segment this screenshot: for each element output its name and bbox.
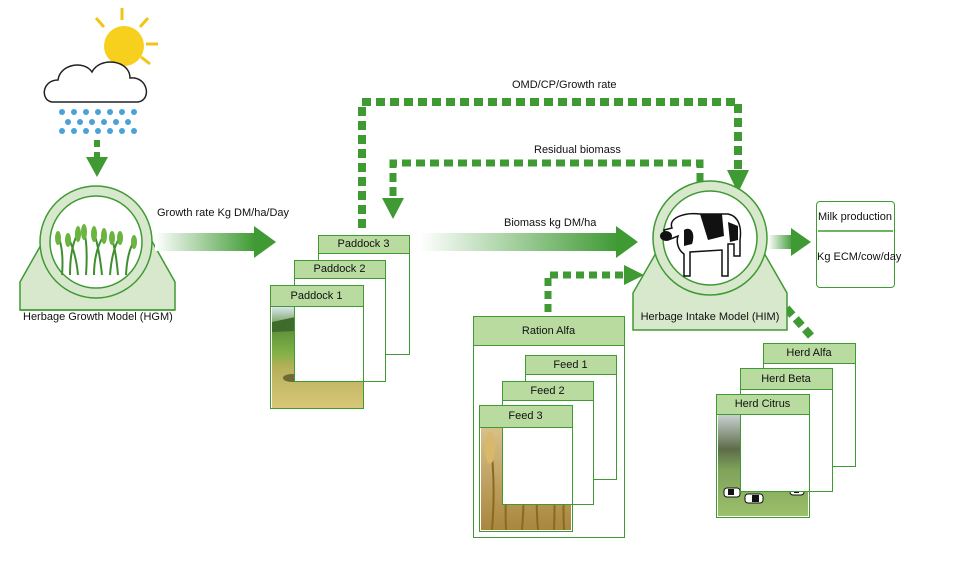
herd-alfa-tab: Herd Alfa [762,342,856,364]
weather-to-hgm-arrow [86,140,108,177]
paddock-1-tab: Paddock 1 [269,284,364,307]
sun-cloud-rain-icon [43,8,158,134]
paddock-3-tab: Paddock 3 [317,234,410,254]
ration-to-him-arrow [544,271,625,312]
feed-3-card[interactable]: Feed 3 [478,404,573,532]
ration-frame[interactable]: Ration Alfa [472,315,625,538]
feed-1-tab: Feed 1 [524,354,617,375]
cow-icon [660,212,742,277]
omd-label: OMD/CP/Growth rate [512,79,617,91]
him-frame [632,180,788,331]
milk-unit: Kg ECM/cow/day [817,251,902,263]
feed-3-tab: Feed 3 [478,404,573,428]
biomass-label: Biomass kg DM/ha [504,217,597,229]
herd-citrus-card[interactable]: Herd Citrus [715,393,810,518]
grass-icon [55,224,137,276]
milk-arrow [768,228,811,256]
paddock-2-tab: Paddock 2 [293,259,386,279]
paddock-1-card[interactable]: Paddock 1 [269,284,364,409]
hgm-label: Herbage Growth Model (HGM) [23,311,173,323]
herd-citrus-tab: Herd Citrus [715,393,810,415]
omd-loop-arrow [358,98,742,228]
milk-title: Milk production [818,211,892,223]
growth-rate-arrow [155,226,276,258]
milk-production-box[interactable]: Milk production Kg ECM/cow/day [816,201,902,288]
him-label: Herbage Intake Model (HIM) [640,311,780,323]
biomass-arrow [420,226,638,258]
growth-rate-label: Growth rate Kg DM/ha/Day [157,207,290,219]
ration-title-tab: Ration Alfa [472,315,625,346]
residual-loop-arrow [389,159,704,200]
residual-label: Residual biomass [534,144,621,156]
herd-beta-tab: Herd Beta [739,367,833,390]
feed-2-tab: Feed 2 [501,380,594,401]
feed-2-card[interactable]: Feed 2 [501,380,594,505]
herd-beta-card[interactable]: Herd Beta [739,367,833,492]
paddock-2-card[interactable]: Paddock 2 [293,259,386,382]
